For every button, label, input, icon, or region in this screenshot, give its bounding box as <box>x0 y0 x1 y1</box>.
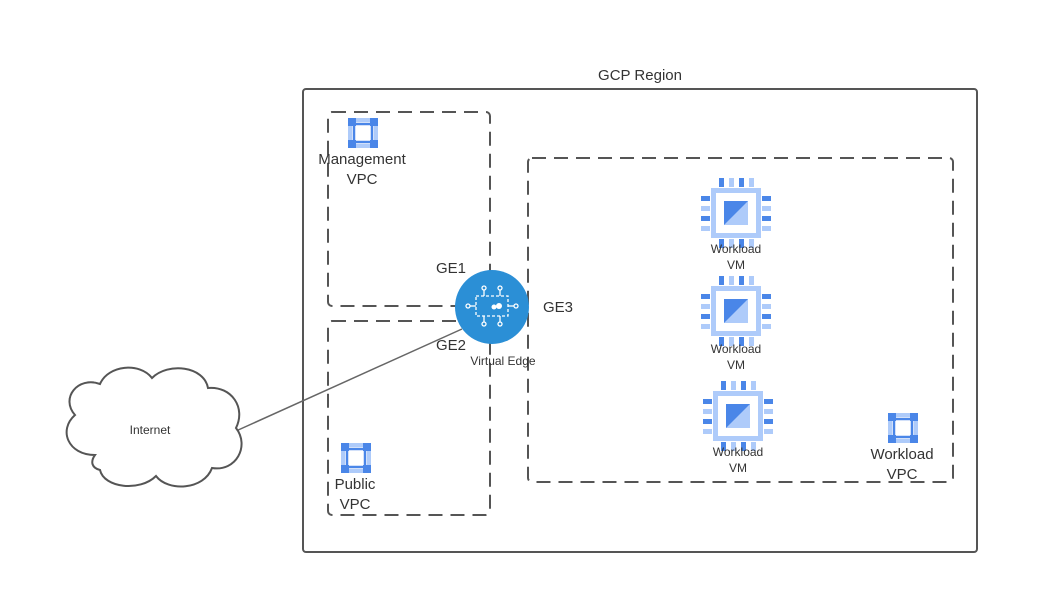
internet-label: Internet <box>130 423 171 437</box>
workload-vpc-box <box>527 157 954 483</box>
workload-vpc-icon <box>886 411 920 445</box>
workload-vpc-label-line2: VPC <box>887 466 918 483</box>
region-title: GCP Region <box>598 67 682 84</box>
virtual-edge-label: Virtual Edge <box>470 354 535 368</box>
public-vpc-label-line2: VPC <box>340 496 371 513</box>
virtual-edge-icon <box>465 285 519 327</box>
workload-vm-3-icon <box>703 381 773 451</box>
workload-vm-1-line2: VM <box>727 258 745 272</box>
workload-vm-2-line2: VM <box>727 358 745 372</box>
workload-vm-1-line1: Workload <box>711 242 761 256</box>
ge3-label: GE3 <box>543 299 573 316</box>
workload-vm-3-line2: VM <box>729 461 747 475</box>
public-vpc-icon <box>339 441 373 475</box>
management-vpc-label-line2: VPC <box>347 171 378 188</box>
workload-vm-1-icon <box>701 178 771 248</box>
public-vpc-box <box>327 320 491 516</box>
workload-vm-3-line1: Workload <box>713 445 763 459</box>
internet-to-edge-connector <box>235 328 463 432</box>
management-vpc-label-line1: Management <box>318 151 406 168</box>
virtual-edge <box>455 270 529 344</box>
management-vpc-box <box>327 111 491 307</box>
workload-vm-2-line1: Workload <box>711 342 761 356</box>
public-vpc-label-line1: Public <box>335 476 376 493</box>
ge2-label: GE2 <box>436 337 466 354</box>
workload-vm-2-icon <box>701 276 771 346</box>
gcp-region-box <box>302 88 978 553</box>
workload-vpc-label-line1: Workload <box>870 446 933 463</box>
management-vpc-icon <box>346 116 380 150</box>
ge1-label: GE1 <box>436 260 466 277</box>
internet-cloud <box>65 366 243 488</box>
